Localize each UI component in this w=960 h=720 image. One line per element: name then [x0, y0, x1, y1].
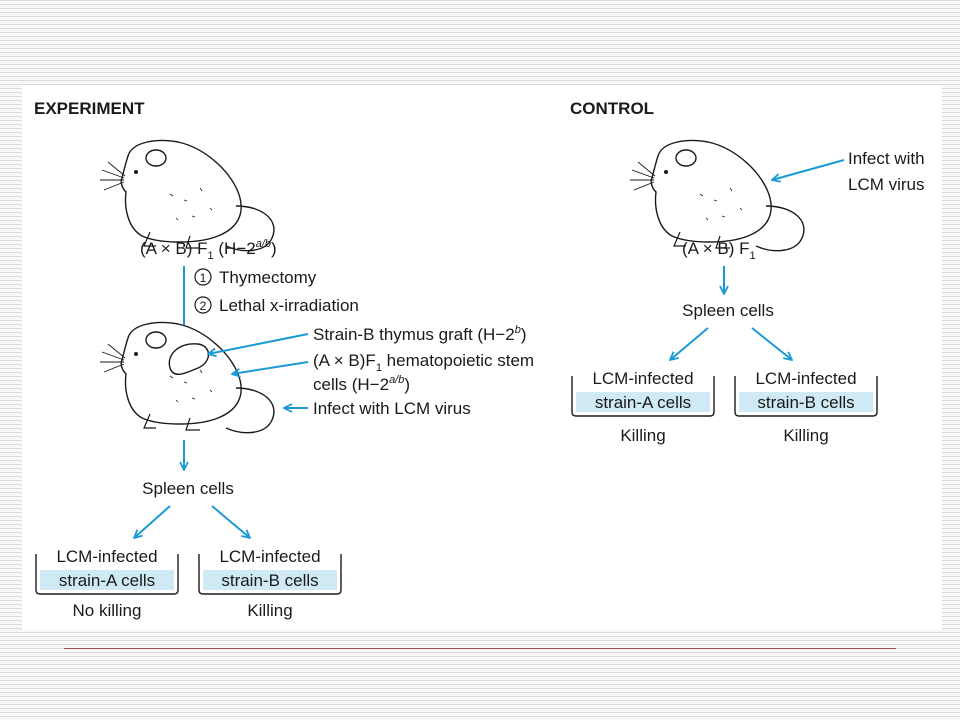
- control-dish-strain-a: LCM-infected strain-A cells Killing: [571, 369, 715, 445]
- arrow-icon: [751, 327, 792, 360]
- dish-line1: LCM-infected: [592, 369, 693, 388]
- graft-annotation: Strain-B thymus graft (H−2b): [313, 324, 527, 344]
- control-infect-line2: LCM virus: [848, 175, 925, 194]
- dish-result: Killing: [783, 426, 828, 445]
- step-1-label: Thymectomy: [219, 268, 317, 287]
- figure-panel: EXPERIMENT (A × B) F1 (H−2a/b) 1 Thymect…: [22, 86, 942, 630]
- experiment-mouse-label: (A × B) F1 (H−2a/b): [140, 238, 277, 262]
- arrow-icon: [134, 505, 171, 538]
- step-2-label: Lethal x-irradiation: [219, 296, 359, 315]
- footer-rule: [64, 648, 896, 649]
- mouse-icon: [629, 139, 805, 252]
- step-number-icon: [194, 296, 212, 314]
- culture-dish-icon: [734, 376, 878, 417]
- dish-line2: strain-B cells: [757, 393, 854, 412]
- culture-dish-icon: [571, 376, 715, 417]
- culture-dish-icon: [35, 554, 179, 595]
- dish-line2: strain-A cells: [59, 571, 155, 590]
- dish-line1: LCM-infected: [56, 547, 157, 566]
- dish-result: No killing: [73, 601, 142, 620]
- infect-annotation: Infect with LCM virus: [313, 399, 471, 418]
- experiment-spleen-cells: Spleen cells: [142, 479, 234, 498]
- arrow-icon: [670, 327, 709, 360]
- experiment-header: EXPERIMENT: [34, 99, 145, 118]
- step-number-icon: [194, 268, 212, 286]
- step-1-number: 1: [200, 271, 207, 285]
- control-dish-strain-b: LCM-infected strain-B cells Killing: [734, 369, 878, 445]
- dish-result: Killing: [247, 601, 292, 620]
- arrow-icon: [772, 159, 845, 180]
- experiment-dish-strain-b: LCM-infected strain-B cells Killing: [198, 547, 342, 620]
- stem-cell-annotation: (A × B)F1 hematopoietic stem: [313, 351, 534, 374]
- dish-result: Killing: [620, 426, 665, 445]
- control-infect-line1: Infect with: [848, 149, 925, 168]
- experiment-dish-strain-a: LCM-infected strain-A cells No killing: [35, 547, 179, 620]
- control-spleen-cells: Spleen cells: [682, 301, 774, 320]
- culture-dish-icon: [198, 554, 342, 595]
- mouse-icon: [99, 139, 275, 252]
- dish-line2: strain-B cells: [221, 571, 318, 590]
- control-mouse-label: (A × B) F1: [682, 239, 756, 262]
- dish-line2: strain-A cells: [595, 393, 691, 412]
- mouse-icon: [99, 321, 275, 434]
- experiment-diagram: EXPERIMENT (A × B) F1 (H−2a/b) 1 Thymect…: [34, 99, 925, 620]
- control-header: CONTROL: [570, 99, 654, 118]
- arrow-icon: [208, 333, 309, 354]
- arrow-icon: [211, 505, 250, 538]
- step-2-number: 2: [200, 299, 207, 313]
- dish-line1: LCM-infected: [219, 547, 320, 566]
- arrow-icon: [232, 361, 309, 374]
- dish-line1: LCM-infected: [755, 369, 856, 388]
- stem-cell-annotation-line2: cells (H−2a/b): [313, 374, 410, 394]
